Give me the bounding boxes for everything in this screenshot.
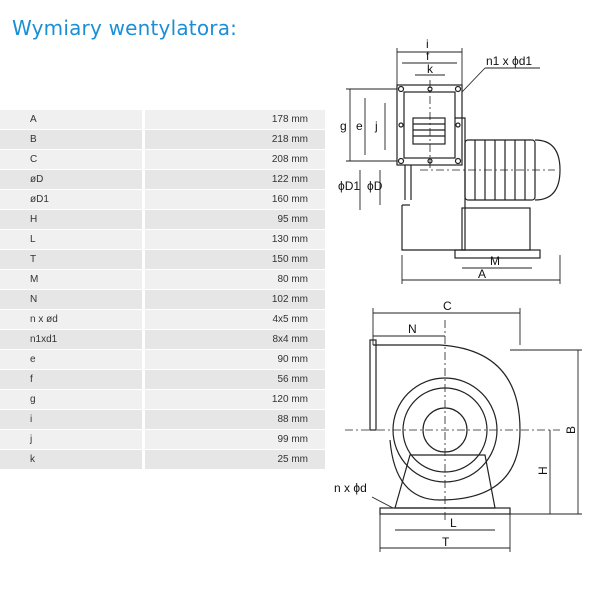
dimension-value: 218 mm [145,129,325,150]
dimension-label: L [0,229,142,250]
dim-label-k: k [427,62,434,76]
dimension-label: N [0,289,142,310]
dimension-label: e [0,349,142,370]
dimension-value: 120 mm [145,389,325,410]
dim-label-B: B [564,426,578,434]
dimension-value: 4x5 mm [145,309,325,330]
dimension-label: øD [0,169,142,190]
dim-label-L: L [450,516,457,530]
dimension-label: k [0,449,142,470]
dimension-label: n x ød [0,309,142,330]
cell-separator [142,209,145,230]
cell-separator [142,249,145,270]
dim-label-n1: n1 x ϕd1 [486,54,532,68]
dimension-value: 130 mm [145,229,325,250]
cell-separator [142,169,145,190]
cell-separator [142,110,145,130]
dimension-label: C [0,149,142,170]
dimension-label: T [0,249,142,270]
dimension-value: 56 mm [145,369,325,390]
dim-label-D1: ϕD1 [338,179,360,193]
cell-separator [142,189,145,210]
cell-separator [142,409,145,430]
dimension-value: 150 mm [145,249,325,270]
cell-separator [142,449,145,470]
dim-label-D: ϕD [367,179,383,193]
dimension-label: øD1 [0,189,142,210]
dimension-label: H [0,209,142,230]
dimension-label: A [0,110,142,130]
dim-label-j: j [374,119,378,133]
dimension-label: M [0,269,142,290]
dimension-value: 208 mm [145,149,325,170]
dim-label-e: e [356,119,363,133]
dimension-value: 178 mm [145,110,325,130]
dim-label-M: M [490,254,500,268]
dim-label-T: T [442,535,450,549]
cell-separator [142,269,145,290]
cell-separator [142,369,145,390]
dimension-value: 80 mm [145,269,325,290]
cell-separator [142,349,145,370]
dimension-value: 88 mm [145,409,325,430]
cell-separator [142,289,145,310]
cell-separator [142,429,145,450]
dim-label-i: i [426,37,429,51]
page-title: Wymiary wentylatora: [12,16,238,40]
dimension-value: 8x4 mm [145,329,325,350]
dimension-label: j [0,429,142,450]
dim-label-f: f [426,49,430,63]
cell-separator [142,149,145,170]
cell-separator [142,229,145,250]
dimension-label: i [0,409,142,430]
dimension-value: 102 mm [145,289,325,310]
cell-separator [142,329,145,350]
dim-label-nd: n x ϕd [334,481,367,495]
dim-label-H: H [536,466,550,475]
dimension-value: 122 mm [145,169,325,190]
dimension-value: 160 mm [145,189,325,210]
dim-label-A: A [478,267,486,281]
dimension-value: 95 mm [145,209,325,230]
dimension-label: g [0,389,142,410]
cell-separator [142,389,145,410]
dimension-value: 90 mm [145,349,325,370]
dimension-label: n1xd1 [0,329,142,350]
dimension-value: 99 mm [145,429,325,450]
cell-separator [142,309,145,330]
fan-technical-drawing: i f k n1 x ϕd1 g e j ϕD1 ϕD M A C N B H … [334,37,582,552]
dimension-label: f [0,369,142,390]
dim-label-N: N [408,322,417,336]
dimension-value: 25 mm [145,449,325,470]
dim-label-C: C [443,299,452,313]
dim-label-g: g [340,119,347,133]
dimension-label: B [0,129,142,150]
cell-separator [142,129,145,150]
